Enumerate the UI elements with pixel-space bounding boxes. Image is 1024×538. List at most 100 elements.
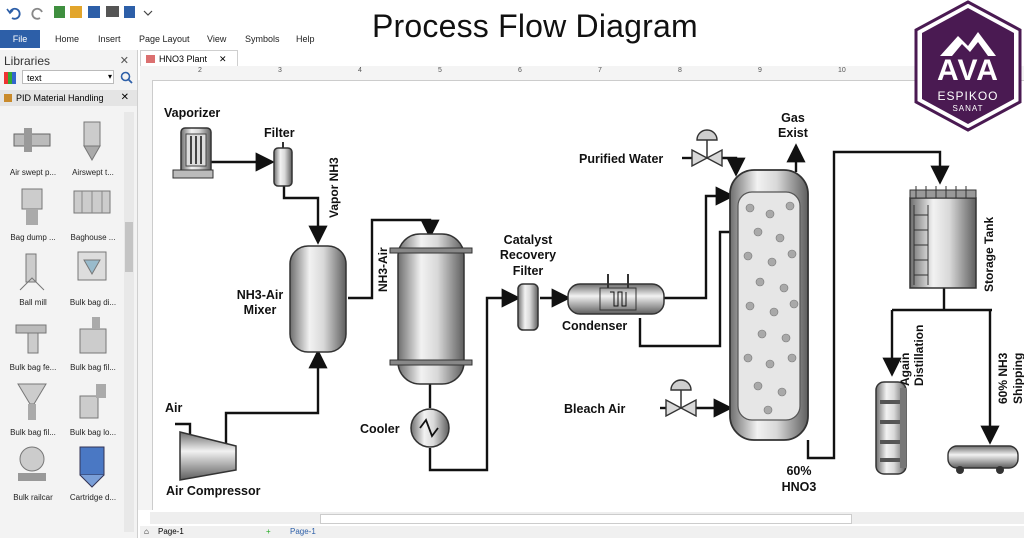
save-icon[interactable] bbox=[88, 6, 100, 18]
close-icon[interactable]: ✕ bbox=[219, 54, 227, 64]
bulk-bag-loader-icon bbox=[79, 384, 106, 419]
page-tab[interactable]: Page-1 bbox=[290, 527, 316, 536]
label-nh3-air-mixer-1: NH3-Air bbox=[236, 288, 284, 302]
process-flow-diagram bbox=[172, 127, 1019, 481]
label-catalyst-1: Catalyst bbox=[503, 233, 553, 247]
print-icon[interactable] bbox=[106, 6, 119, 17]
close-icon[interactable]: ✕ bbox=[120, 92, 129, 103]
library-item[interactable]: Airswept t... bbox=[62, 120, 120, 182]
menu-bar: File Home Insert Page Layout View Symbol… bbox=[0, 30, 330, 48]
filter bbox=[273, 142, 293, 187]
baghouse-icon bbox=[73, 190, 111, 214]
menu-page-layout[interactable]: Page Layout bbox=[139, 34, 190, 44]
library-item[interactable]: Bulk bag lo... bbox=[62, 380, 120, 442]
pipe-cooler-filter bbox=[428, 288, 521, 472]
library-item[interactable]: Air swept p... bbox=[2, 120, 60, 182]
purified-water-valve bbox=[691, 129, 723, 168]
label-nh3-air: NH3-Air bbox=[376, 247, 390, 292]
chevron-down-icon[interactable]: ▾ bbox=[108, 72, 113, 81]
menu-view[interactable]: View bbox=[207, 34, 227, 44]
search-icon[interactable] bbox=[120, 71, 134, 85]
library-grid-icon[interactable] bbox=[4, 72, 16, 84]
library-item[interactable]: Baghouse ... bbox=[62, 185, 120, 247]
label-hno3-2: HNO3 bbox=[781, 480, 817, 494]
ball-mill-icon bbox=[19, 253, 45, 291]
reactor-column bbox=[389, 233, 473, 385]
library-item[interactable]: Bulk railcar bbox=[2, 445, 60, 507]
menu-help[interactable]: Help bbox=[296, 34, 315, 44]
library-search-input[interactable]: text bbox=[22, 70, 114, 84]
ruler-mark: 5 bbox=[438, 67, 442, 74]
cooler bbox=[410, 408, 450, 448]
nh3-air-mixer bbox=[289, 245, 347, 353]
close-icon[interactable]: ✕ bbox=[119, 55, 129, 67]
pipe-absorber-storage bbox=[806, 150, 950, 460]
library-category-header[interactable]: PID Material Handling ✕ bbox=[0, 90, 137, 106]
export-icon[interactable] bbox=[124, 6, 135, 18]
horizontal-ruler: 2 3 4 5 6 7 8 9 10 bbox=[140, 66, 1024, 81]
pipe-compressor-mixer bbox=[224, 349, 328, 448]
menu-home[interactable]: Home bbox=[55, 34, 80, 44]
storage-tank bbox=[909, 186, 977, 289]
redo-icon[interactable] bbox=[31, 7, 43, 20]
horizontal-scrollbar[interactable] bbox=[150, 512, 1024, 524]
distillation-column bbox=[875, 381, 907, 475]
condenser bbox=[567, 274, 665, 315]
label-again-distillation-1: Again bbox=[898, 352, 912, 386]
ruler-mark: 7 bbox=[598, 67, 602, 74]
pipe-condenser-absorber bbox=[664, 186, 735, 300]
tanker-truck bbox=[947, 445, 1019, 474]
new-icon[interactable] bbox=[54, 6, 65, 18]
page-selector[interactable]: Page-1 bbox=[158, 527, 184, 536]
pipe-condenser-return bbox=[638, 230, 730, 348]
library-scrollbar[interactable] bbox=[124, 112, 134, 532]
library-item-label: Cartridge d... bbox=[69, 493, 117, 502]
library-item-label: Bulk bag fil... bbox=[10, 428, 56, 437]
library-item[interactable]: Bulk bag fil... bbox=[2, 380, 60, 442]
libraries-panel: Libraries ✕ text ▾ PID Material Handling… bbox=[0, 50, 138, 538]
library-item-label: Bulk bag lo... bbox=[69, 428, 117, 437]
packing-bubbles bbox=[743, 201, 799, 415]
library-item[interactable]: Bulk bag fe... bbox=[2, 315, 60, 377]
ruler-mark: 6 bbox=[518, 67, 522, 74]
diagram-title: Process Flow Diagram bbox=[372, 8, 698, 44]
library-item[interactable]: Cartridge d... bbox=[62, 445, 120, 507]
tab-hno3-plant[interactable]: HNO3 Plant ✕ bbox=[140, 50, 238, 67]
label-catalyst-3: Filter bbox=[512, 264, 544, 278]
ruler-mark: 9 bbox=[758, 67, 762, 74]
library-item[interactable]: Bulk bag di... bbox=[62, 250, 120, 312]
label-air: Air bbox=[165, 401, 183, 415]
library-category-label: PID Material Handling bbox=[16, 93, 104, 103]
ruler-mark: 3 bbox=[278, 67, 282, 74]
label-air-compressor: Air Compressor bbox=[166, 484, 261, 498]
label-hno3-1: 60% bbox=[786, 464, 812, 478]
menu-symbols[interactable]: Symbols bbox=[245, 34, 280, 44]
label-nh3-air-mixer-2: Mixer bbox=[243, 303, 277, 317]
bag-dump-icon bbox=[21, 188, 43, 225]
label-filter: Filter bbox=[264, 126, 295, 140]
logo-text-espikoo: ESPIKOO bbox=[937, 89, 999, 103]
library-item-label: Bulk bag di... bbox=[69, 298, 117, 307]
add-page-icon[interactable]: + bbox=[266, 527, 271, 536]
status-bar: ⌂ Page-1 + Page-1 bbox=[140, 526, 1024, 538]
label-vapor-nh3: Vapor NH3 bbox=[327, 157, 341, 218]
vertical-ruler bbox=[138, 80, 153, 510]
library-item[interactable]: Bulk bag fil... bbox=[62, 315, 120, 377]
undo-icon[interactable] bbox=[6, 7, 21, 20]
quick-access-toolbar bbox=[0, 0, 360, 26]
menu-insert[interactable]: Insert bbox=[98, 34, 121, 44]
pipe-air-inlet bbox=[175, 422, 192, 436]
bulk-bag-filler-2-icon bbox=[17, 383, 47, 420]
label-bleach-air: Bleach Air bbox=[564, 402, 626, 416]
home-icon[interactable]: ⌂ bbox=[144, 527, 149, 536]
quick-access-icons bbox=[6, 6, 153, 20]
open-icon[interactable] bbox=[70, 6, 82, 18]
library-item-label: Bulk railcar bbox=[13, 493, 53, 502]
libraries-title: Libraries bbox=[4, 54, 51, 68]
bleach-air-valve bbox=[665, 379, 697, 418]
bulk-bag-feeder-icon bbox=[15, 324, 47, 354]
customize-toolbar-icon[interactable] bbox=[143, 10, 153, 16]
library-item[interactable]: Bag dump ... bbox=[2, 185, 60, 247]
library-item[interactable]: Ball mill bbox=[2, 250, 60, 312]
menu-file[interactable]: File bbox=[0, 30, 40, 48]
